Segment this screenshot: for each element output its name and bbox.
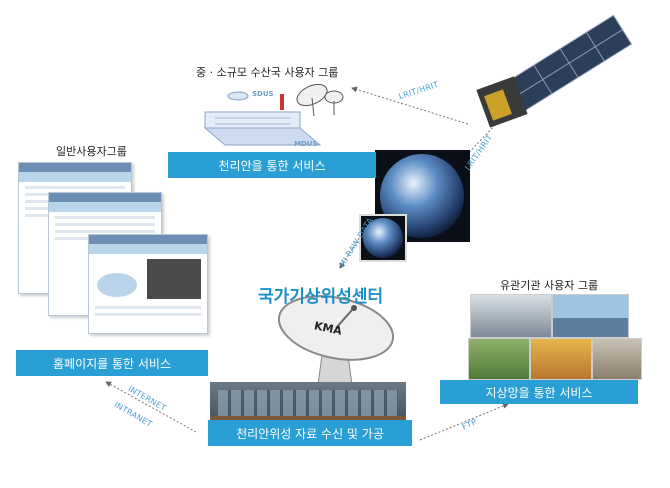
service-clian-box: 천리안을 통한 서비스 bbox=[168, 152, 376, 178]
fishery-users-label: 중 · 소규모 수산국 사용자 그룹 bbox=[196, 66, 339, 79]
photo-vehicles bbox=[592, 338, 642, 380]
center-title: 국가기상위성센터 bbox=[258, 287, 384, 307]
webpage-screenshot bbox=[88, 234, 208, 334]
photo-fire bbox=[530, 338, 592, 380]
sdus-label: SDUS bbox=[252, 90, 274, 98]
service-homepage-box: 홈페이지를 통한 서비스 bbox=[16, 350, 208, 376]
arrow-center-to-homepage bbox=[105, 381, 197, 433]
photo-ship bbox=[552, 294, 629, 338]
arrow-sat-to-fishery bbox=[351, 86, 469, 125]
mdus-label: MDUS bbox=[294, 140, 318, 148]
service-ground-box: 지상망을 통한 서비스 bbox=[440, 380, 638, 404]
photo-field bbox=[468, 338, 530, 380]
service-reception-box: 천리안위성 자료 수신 및 가공 bbox=[208, 420, 412, 446]
general-users-label: 일반사용자그룹 bbox=[56, 145, 127, 158]
agency-users-label: 유관기관 사용자 그룹 bbox=[500, 279, 599, 292]
photo-people-crowd bbox=[470, 294, 552, 338]
